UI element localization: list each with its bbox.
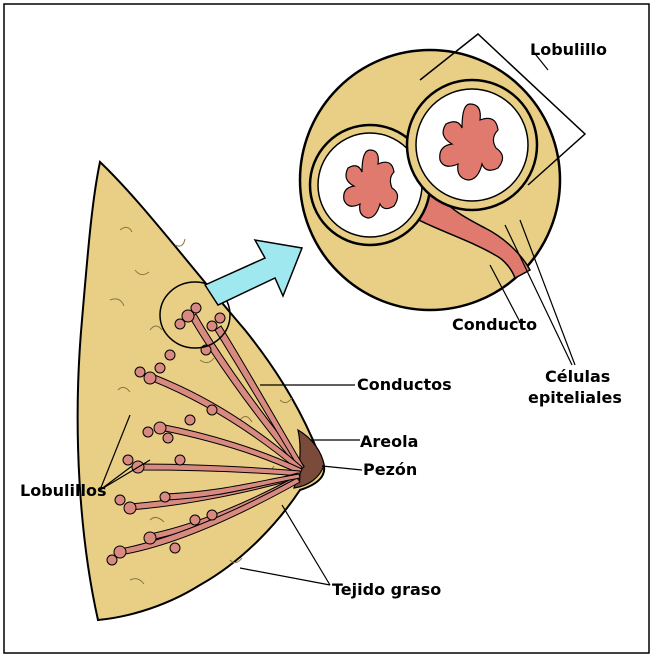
label-conductos: Conductos: [357, 375, 452, 394]
label-areola: Areola: [360, 432, 418, 451]
label-lobulillo: Lobulillo: [530, 40, 607, 59]
label-celulas-line1: Células: [545, 367, 610, 386]
label-conducto: Conducto: [452, 315, 537, 334]
label-lobulillos: Lobulillos: [20, 481, 106, 500]
label-tejido-graso: Tejido graso: [332, 580, 441, 599]
label-pezon: Pezón: [363, 460, 417, 479]
label-celulas-line2: epiteliales: [528, 388, 622, 407]
